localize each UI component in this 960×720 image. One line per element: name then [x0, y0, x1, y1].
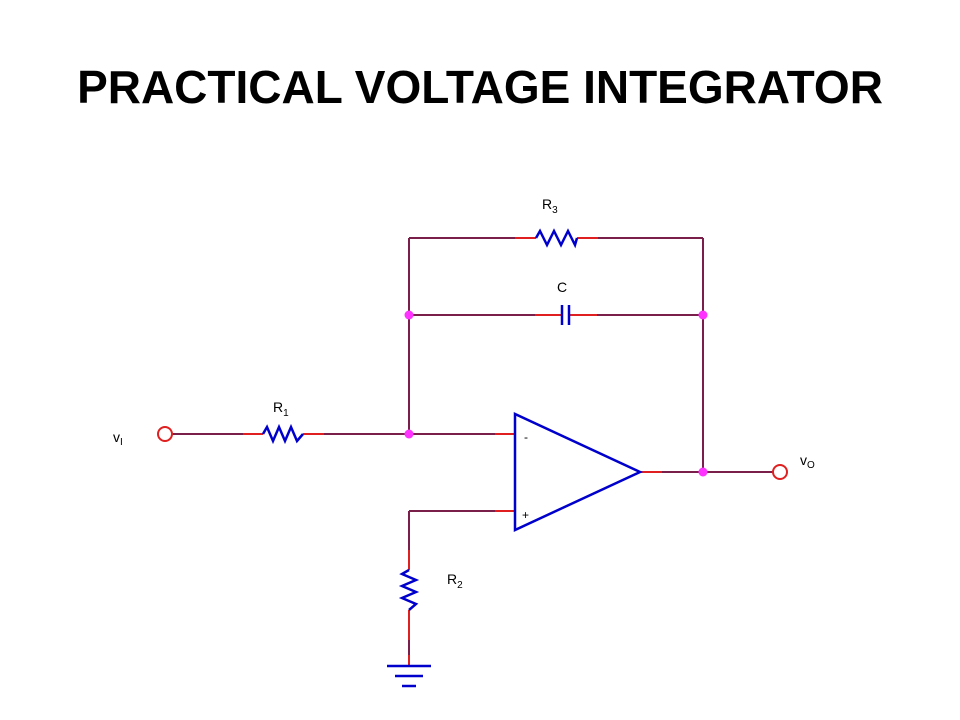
r3-label: R3 — [542, 196, 558, 216]
vo-label: vO — [800, 452, 815, 471]
c-label: C — [557, 279, 567, 295]
r2-resistor — [398, 568, 420, 611]
node-inverting — [404, 429, 414, 439]
node-output — [698, 467, 708, 477]
r1-label: R1 — [273, 399, 289, 419]
node-right-cap — [698, 310, 708, 320]
node-left-cap — [404, 310, 414, 320]
vi-label: vI — [113, 429, 123, 448]
r3-resistor — [534, 228, 579, 249]
opamp-minus-sign: - — [524, 430, 528, 444]
page-title: PRACTICAL VOLTAGE INTEGRATOR — [77, 61, 883, 113]
component-leads — [243, 237, 662, 666]
wires — [172, 237, 773, 664]
opamp-triangle — [513, 412, 643, 532]
r2-label: R2 — [447, 571, 463, 591]
output-terminal — [772, 464, 788, 480]
junction-nodes — [404, 310, 708, 477]
input-terminal — [157, 426, 173, 442]
components — [261, 228, 643, 688]
r1-resistor — [261, 423, 304, 445]
opamp-plus-sign: + — [522, 508, 529, 522]
terminals — [157, 426, 788, 480]
